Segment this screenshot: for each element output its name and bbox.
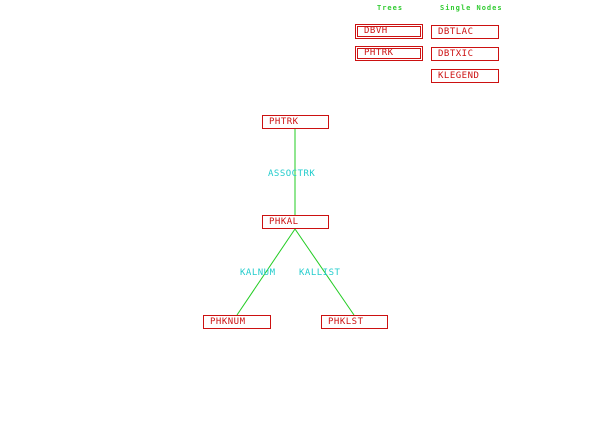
tree-node-phklst[interactable]: PHKLST (321, 315, 388, 329)
tree-item-dbvh[interactable]: DBVH (355, 24, 423, 39)
edge-phkal-phknum (236, 228, 296, 316)
tree-node-phtrk[interactable]: PHTRK (262, 115, 329, 129)
single-nodes-header: Single Nodes (440, 4, 503, 12)
single-node-klegend[interactable]: KLEGEND (431, 69, 499, 83)
edge-label-kalnum: KALNUM (240, 268, 276, 278)
edge-label-kallist: KALLIST (299, 268, 341, 278)
tree-item-phtrk[interactable]: PHTRK (355, 46, 423, 61)
edge-label-assoctrk: ASSOCTRK (268, 169, 315, 179)
tree-node-phknum[interactable]: PHKNUM (203, 315, 271, 329)
tree-node-phkal[interactable]: PHKAL (262, 215, 329, 229)
trees-header: Trees (377, 4, 404, 12)
single-node-dbtlac[interactable]: DBTLAC (431, 25, 499, 39)
edge-phkal-phklst (294, 228, 355, 316)
single-node-dbtxic[interactable]: DBTXIC (431, 47, 499, 61)
